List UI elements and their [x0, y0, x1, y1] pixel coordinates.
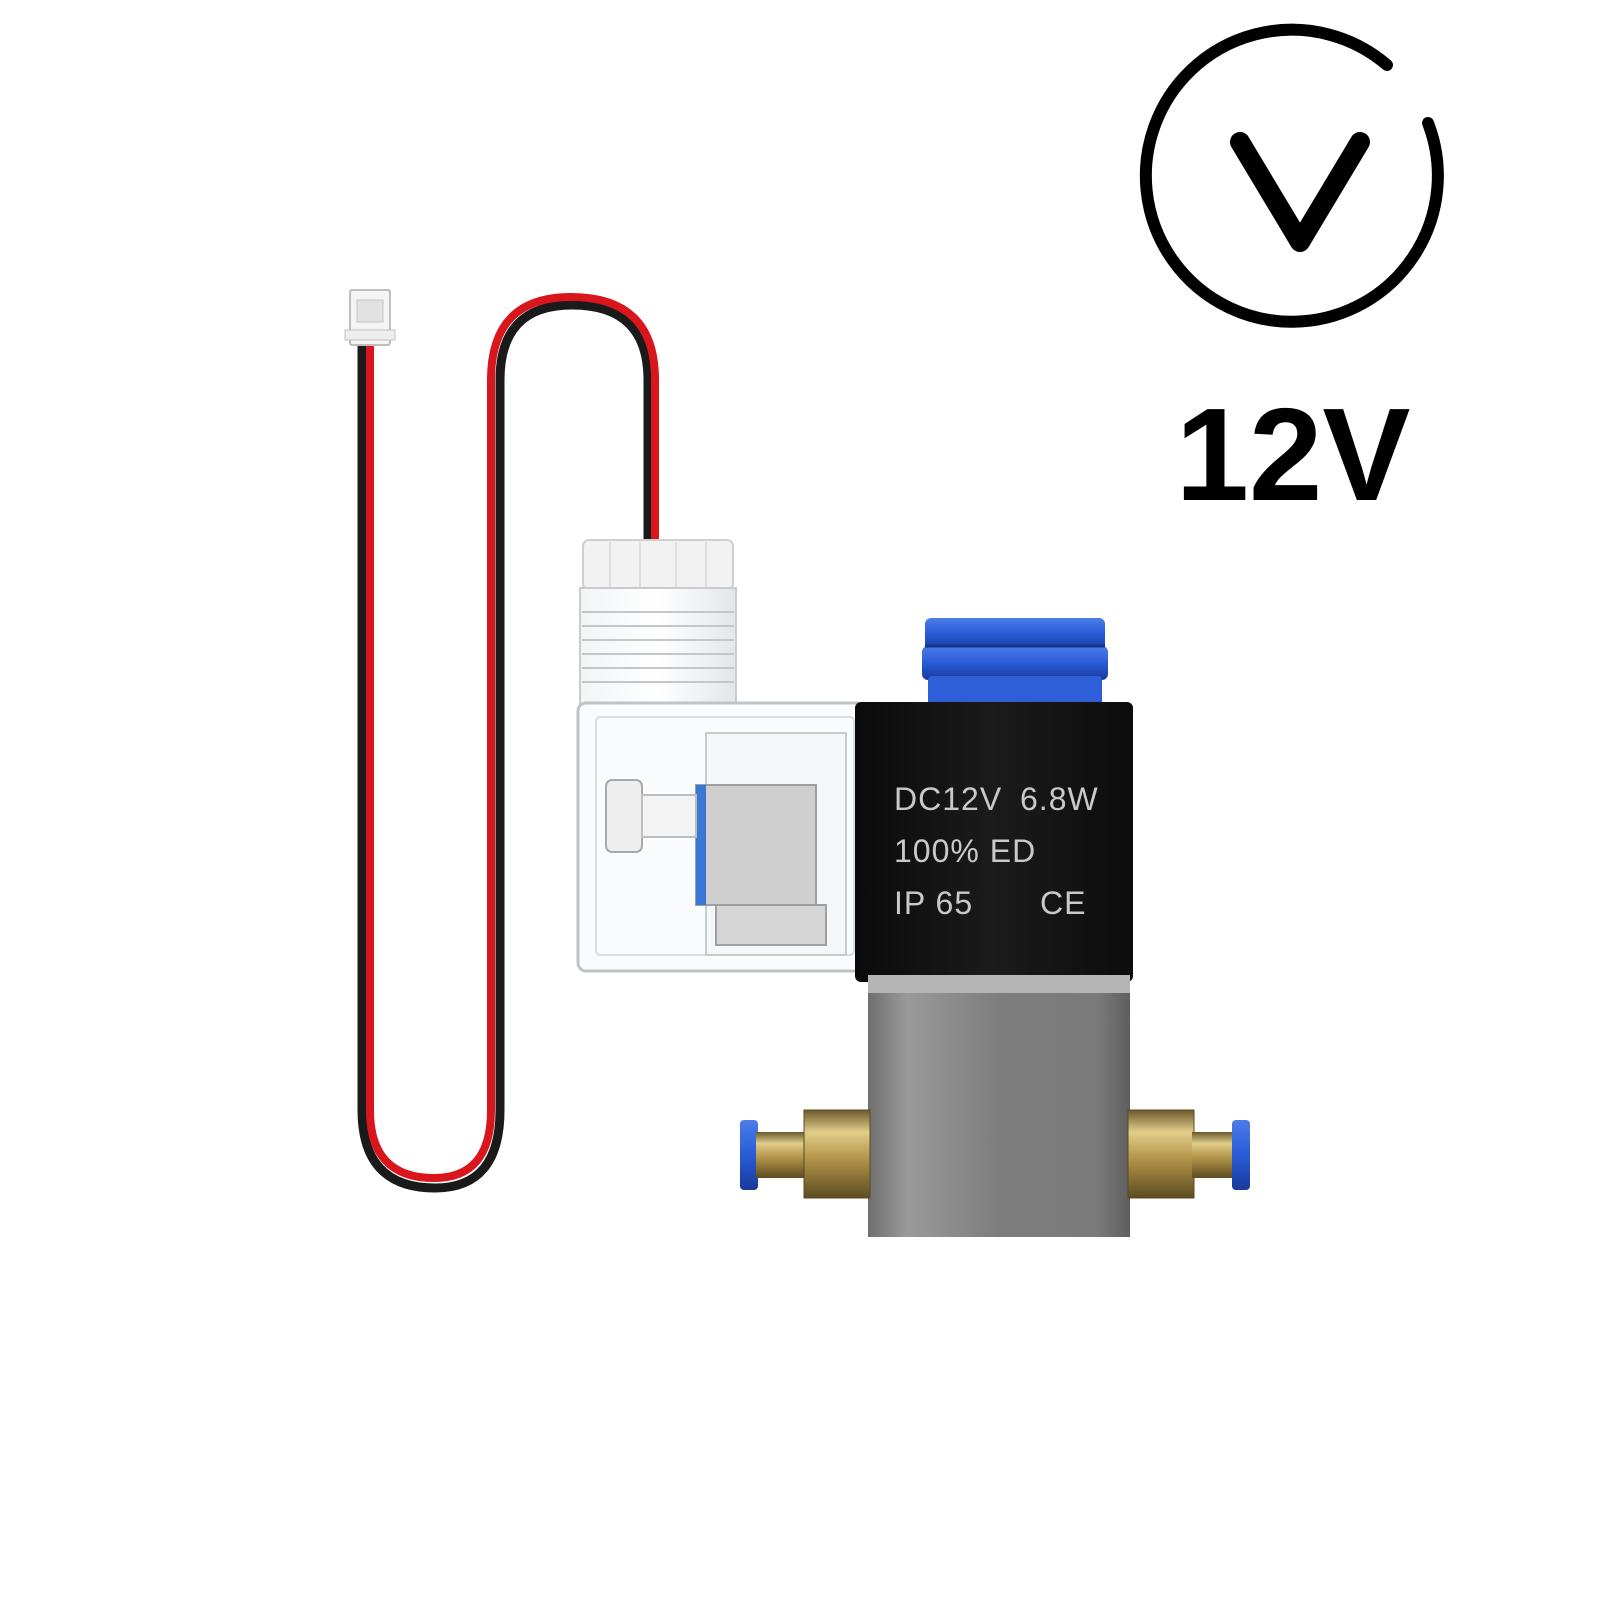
- solenoid-coil: DC12V 6.8W 100% ED IP 65 CE: [855, 702, 1133, 982]
- left-push-fitting: [740, 1109, 871, 1199]
- voltage-v-icon: [1139, 23, 1444, 328]
- voltage-label: 12V: [1176, 381, 1411, 528]
- voltage-badge: 12V: [1139, 23, 1444, 528]
- coil-spec-duty: 100% ED: [894, 833, 1036, 869]
- coil-spec-ip: IP 65: [894, 885, 973, 921]
- wire-loop: [357, 292, 659, 1193]
- v-letter-glyph: [1230, 132, 1370, 252]
- right-push-fitting: [1127, 1109, 1250, 1199]
- cable-gland: [579, 539, 737, 709]
- coil-spec-power: 6.8W: [1020, 781, 1099, 817]
- valve-body: [868, 975, 1130, 1237]
- coil-spec-voltage: DC12V: [894, 781, 1002, 817]
- ce-mark: CE: [1040, 885, 1086, 921]
- top-blue-fitting: [922, 618, 1108, 706]
- jst-connector: [344, 289, 396, 346]
- din-plug-housing: [576, 701, 866, 973]
